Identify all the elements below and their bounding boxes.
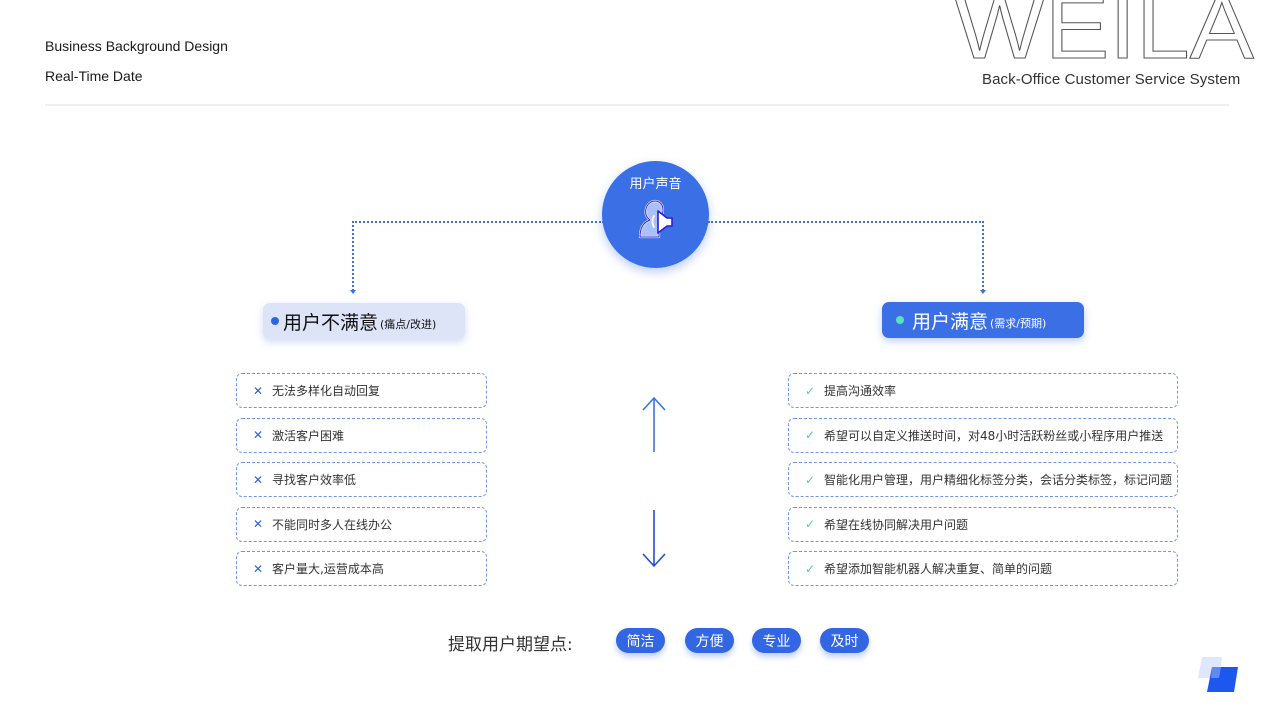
expectations-label: 提取用户期望点: — [448, 635, 573, 655]
expectation-tag-professional: 专业 — [752, 628, 801, 653]
satisfied-header: 用户满意 (需求/预期) — [882, 302, 1084, 338]
check-icon: ✓ — [805, 561, 816, 576]
bullet-dot-icon — [271, 317, 279, 325]
direction-arrows — [642, 396, 666, 568]
pain-point-item: ✕ 客户量大,运营成本高 — [236, 551, 487, 586]
brand-subtitle: Back-Office Customer Service System — [982, 71, 1241, 88]
pain-point-item: ✕ 无法多样化自动回复 — [236, 373, 487, 408]
pain-point-text: 无法多样化自动回复 — [272, 384, 381, 398]
pain-point-text: 客户量大,运营成本高 — [272, 562, 384, 576]
check-icon: ✓ — [805, 517, 816, 531]
check-icon: ✓ — [805, 428, 816, 442]
arrow-up-icon — [642, 396, 666, 452]
needs-list: ✓ 提高沟通效率 ✓ 希望可以自定义推送时间，对48小时活跃粉丝或小程序用户推送 ✓… — [788, 373, 1178, 596]
realtime-date: Real-Time Date — [45, 68, 143, 84]
x-icon: ✕ — [253, 383, 264, 398]
user-voice-node: 用户声音 — [602, 161, 709, 268]
pain-points-list: ✕无法多样化自动回复 ✕激活客户困难 ✕寻找客户效率低 ✕不能同时多人在线办公 … — [236, 373, 487, 596]
page-title: Business Background Design — [45, 38, 228, 54]
header-divider — [45, 104, 1229, 106]
brand-logo: WEILA — [952, 0, 1262, 79]
connector-left-arrowhead — [350, 290, 356, 294]
corner-logo-icon — [1198, 657, 1238, 692]
need-item: ✓ 智能化用户管理，用户精细化标签分类，会话分类标签，标记问题 — [788, 462, 1178, 497]
arrow-down-icon — [642, 510, 666, 568]
need-text: 提高沟通效率 — [824, 384, 897, 398]
connector-right-arrowhead — [980, 290, 986, 294]
brand-wordmark: WEILA — [954, 0, 1254, 62]
expectation-tag-convenient: 方便 — [685, 628, 734, 653]
expectation-tag-timely: 及时 — [820, 628, 869, 653]
x-icon: ✕ — [253, 517, 264, 531]
need-item: ✓ 希望可以自定义推送时间，对48小时活跃粉丝或小程序用户推送 — [788, 417, 1178, 453]
need-text: 希望可以自定义推送时间，对48小时活跃粉丝或小程序用户推送 — [824, 428, 1164, 443]
user-speaker-icon — [638, 199, 673, 239]
expectation-tag-simple: 简洁 — [616, 628, 665, 653]
connector-right-vertical — [982, 221, 984, 291]
pain-point-item: ✕ 不能同时多人在线办公 — [236, 506, 487, 542]
dissatisfied-title: 用户不满意 — [283, 311, 379, 334]
pain-point-item: ✕ 寻找客户效率低 — [236, 462, 487, 497]
pain-point-text: 寻找客户效率低 — [272, 473, 357, 487]
need-text: 希望添加智能机器人解决重复、简单的问题 — [824, 562, 1053, 576]
x-icon: ✕ — [253, 561, 264, 576]
satisfied-title: 用户满意 — [912, 310, 989, 333]
need-item: ✓ 希望添加智能机器人解决重复、简单的问题 — [788, 551, 1178, 586]
connector-left-horizontal — [352, 221, 604, 223]
connector-left-vertical — [352, 221, 354, 291]
bullet-dot-icon — [896, 316, 904, 324]
dissatisfied-subtitle: (痛点/改进) — [380, 317, 437, 331]
satisfied-subtitle: (需求/预期) — [990, 316, 1047, 330]
pain-point-text: 激活客户困难 — [272, 428, 345, 443]
x-icon: ✕ — [253, 428, 264, 442]
check-icon: ✓ — [805, 383, 816, 398]
x-icon: ✕ — [253, 472, 264, 487]
need-text: 希望在线协同解决用户问题 — [824, 517, 969, 532]
need-text: 智能化用户管理，用户精细化标签分类，会话分类标签，标记问题 — [824, 473, 1173, 487]
pain-point-text: 不能同时多人在线办公 — [272, 517, 393, 532]
need-item: ✓ 希望在线协同解决用户问题 — [788, 506, 1178, 542]
pain-point-item: ✕ 激活客户困难 — [236, 417, 487, 453]
check-icon: ✓ — [805, 472, 816, 487]
user-voice-label: 用户声音 — [629, 177, 682, 192]
connector-right-horizontal — [708, 221, 984, 223]
need-item: ✓ 提高沟通效率 — [788, 373, 1178, 408]
dissatisfied-header: 用户不满意 (痛点/改进) — [263, 303, 465, 339]
